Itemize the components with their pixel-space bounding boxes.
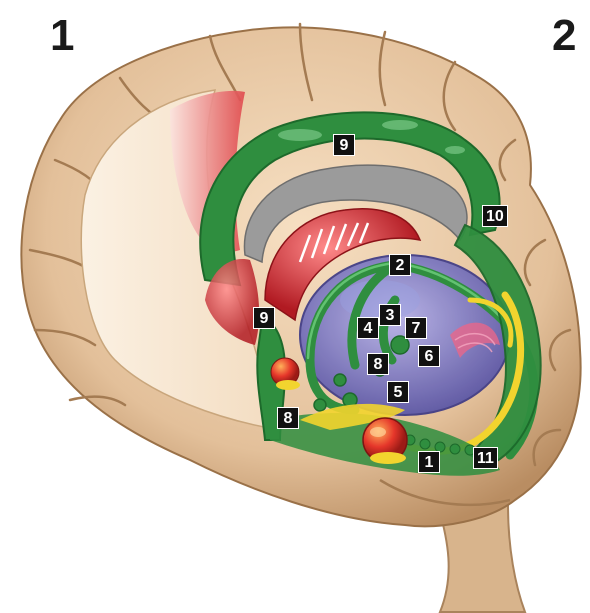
callout-10: 10 (482, 205, 508, 227)
panel-number-right: 2 (552, 14, 576, 58)
callout-2: 2 (389, 254, 411, 276)
callout-3: 3 (379, 304, 401, 326)
callout-8-lower: 8 (277, 407, 299, 429)
panel-number-left: 1 (50, 14, 74, 58)
callout-9-top: 9 (333, 134, 355, 156)
callout-7: 7 (405, 317, 427, 339)
callout-6: 6 (418, 345, 440, 367)
callout-8-upper: 8 (367, 353, 389, 375)
callout-1: 1 (418, 451, 440, 473)
callout-9-left: 9 (253, 307, 275, 329)
callout-11: 11 (473, 447, 498, 469)
callout-5: 5 (387, 381, 409, 403)
callout-4: 4 (357, 317, 379, 339)
